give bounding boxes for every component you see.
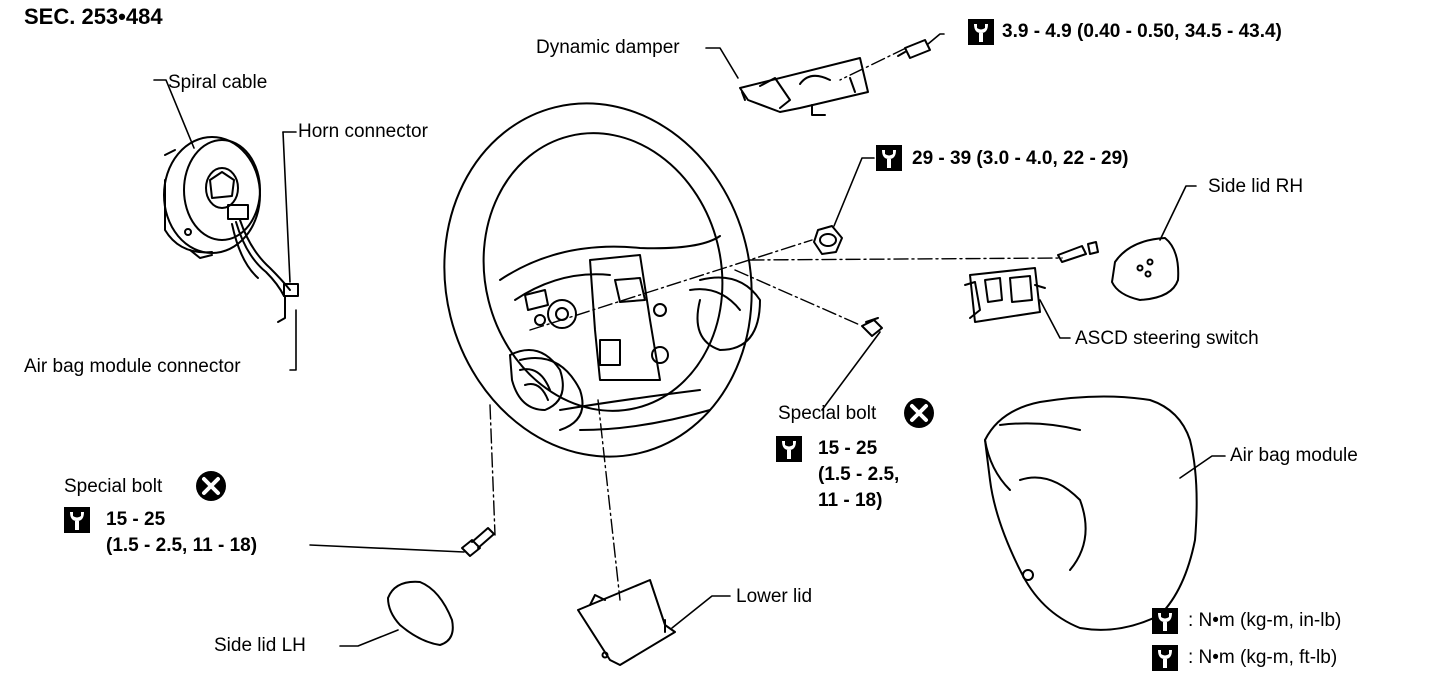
torque-nut: 29 - 39 (3.0 - 4.0, 22 - 29)	[912, 148, 1129, 169]
torque-special-bolt-left-value: 15 - 25	[106, 509, 166, 530]
label-special-bolt-left: Special bolt	[64, 476, 163, 497]
torque-special-bolt-right-line3: 11 - 18)	[818, 490, 883, 511]
section-code: SEC. 253•484	[24, 4, 163, 29]
torque-special-bolt-left-range: (1.5 - 2.5, 11 - 18)	[106, 535, 258, 556]
torque-wrench-icon	[1152, 608, 1178, 634]
torque-wrench-icon	[64, 507, 90, 533]
label-air-bag-module-connector: Air bag module connector	[24, 356, 241, 377]
label-special-bolt-right: Special bolt	[778, 403, 877, 424]
label-horn-connector: Horn connector	[298, 121, 428, 142]
label-side-lid-lh: Side lid LH	[214, 635, 306, 656]
do-not-reuse-icon	[904, 398, 934, 428]
label-dynamic-damper: Dynamic damper	[536, 37, 680, 58]
side-lid-rh	[1111, 237, 1180, 301]
special-bolt-right	[861, 317, 883, 337]
leader-lines	[153, 33, 1226, 647]
label-lower-lid: Lower lid	[736, 586, 813, 607]
steering-nut	[813, 225, 843, 255]
center-lines	[489, 47, 1063, 601]
air-bag-module	[984, 395, 1198, 631]
legend-ft-lb: : N•m (kg-m, ft-lb)	[1188, 647, 1338, 668]
dynamic-damper	[739, 39, 931, 116]
label-side-lid-rh: Side lid RH	[1208, 176, 1304, 197]
steering-wheel	[443, 102, 761, 458]
side-lid-lh	[387, 580, 454, 646]
ascd-steering-switch	[964, 241, 1099, 323]
torque-wrench-icon	[968, 19, 994, 45]
label-ascd-steering-switch: ASCD steering switch	[1075, 328, 1259, 349]
special-bolt-left	[461, 527, 495, 557]
label-air-bag-module: Air bag module	[1230, 445, 1358, 466]
lower-lid	[577, 579, 676, 666]
torque-special-bolt-right-value: 15 - 25	[818, 438, 878, 459]
spiral-cable	[163, 136, 299, 323]
torque-wrench-icon	[876, 145, 902, 171]
torque-wrench-icon	[776, 436, 802, 462]
torque-damper-bolt: 3.9 - 4.9 (0.40 - 0.50, 34.5 - 43.4)	[1002, 21, 1282, 42]
legend-in-lb: : N•m (kg-m, in-lb)	[1188, 610, 1342, 631]
do-not-reuse-icon	[196, 471, 226, 501]
label-spiral-cable: Spiral cable	[168, 72, 268, 93]
torque-special-bolt-right-line2: (1.5 - 2.5,	[818, 464, 900, 485]
torque-wrench-icon	[1152, 645, 1178, 671]
